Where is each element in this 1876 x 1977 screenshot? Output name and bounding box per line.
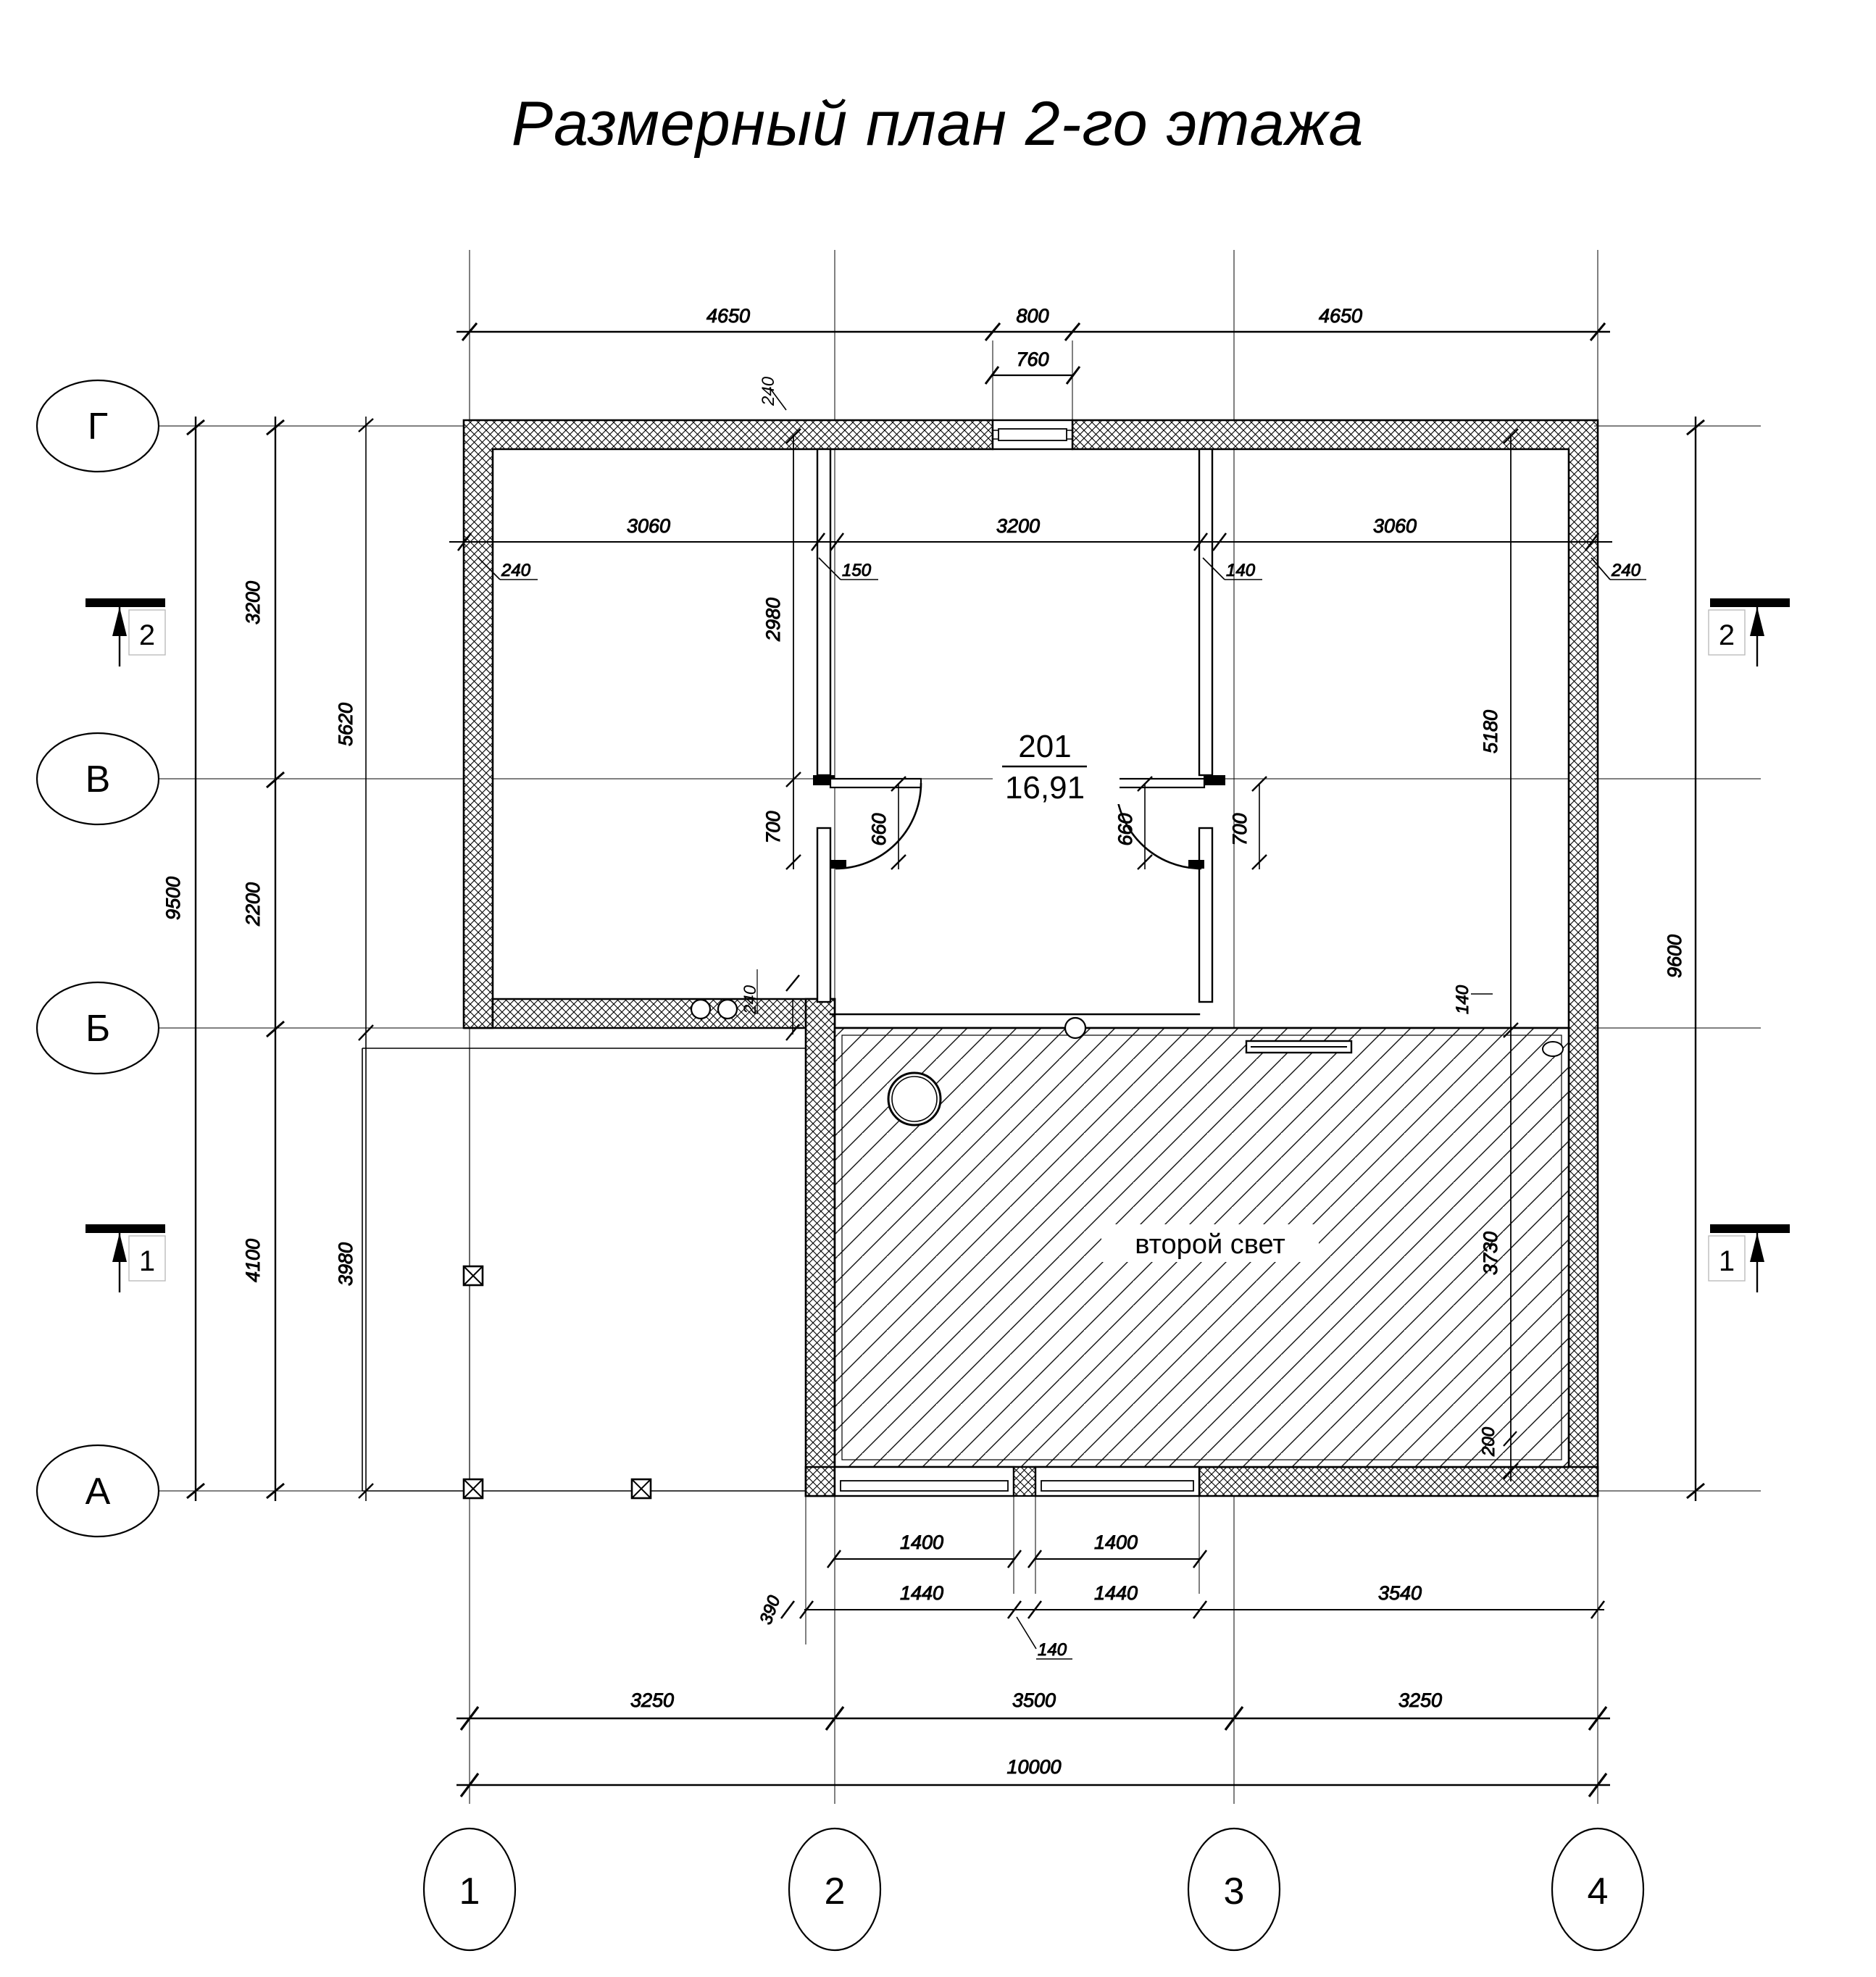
- axis-node-circle: [1064, 1016, 1087, 1040]
- dim-bottom-3540: 3540: [1378, 1582, 1422, 1604]
- dim-interior-vertical: 2980 700 660: [762, 428, 906, 870]
- dim-bottom-1400a: 1400: [900, 1531, 943, 1553]
- callout-200-right: 200: [1479, 1426, 1498, 1457]
- section-marker-2-left[interactable]: 2: [86, 598, 166, 666]
- column-marker: [462, 1478, 484, 1500]
- dim-700-left: 700: [762, 811, 784, 843]
- section-label: 2: [139, 619, 155, 651]
- wall-callout-140: 140: [1226, 561, 1256, 580]
- dim-axis-3: 3250: [1398, 1689, 1442, 1711]
- dim-right: 5180 3730 9600 140 200: [1453, 417, 1710, 1501]
- dim-bottom: 1400 1400 390 1440 1440 3540 140 3250 35: [457, 1496, 1610, 1797]
- axis-bubbles-left: Г В Б А: [36, 379, 160, 1538]
- column-marker: [630, 1478, 652, 1500]
- room-area: 16,91: [1005, 770, 1085, 806]
- dim-bottom-1440a: 1440: [900, 1582, 943, 1604]
- balcony-doors-bottom: [833, 1466, 1201, 1497]
- dim-660-right: 660: [1114, 813, 1136, 845]
- dim-left-inner-2: 3980: [335, 1242, 357, 1286]
- terrace-outline: [362, 1048, 806, 1500]
- section-label: 1: [139, 1245, 155, 1277]
- callout-240-topleft: [769, 387, 787, 411]
- dim-int-2: 3200: [996, 515, 1040, 537]
- dim-top-1: 4650: [706, 305, 750, 327]
- wall-callout-240b: 240: [1611, 561, 1641, 580]
- section-label: 2: [1719, 619, 1735, 651]
- section-label: 1: [1719, 1245, 1735, 1277]
- axis-bubble-a[interactable]: А: [36, 1444, 160, 1538]
- dim-axis-1: 3250: [630, 1689, 674, 1711]
- dim-top-2: 800: [1016, 305, 1049, 327]
- axis-bubble-b[interactable]: Б: [36, 981, 160, 1075]
- dim-axis-2: 3500: [1012, 1689, 1056, 1711]
- section-marker-1-right[interactable]: 1: [1708, 1224, 1790, 1292]
- room-number: 201: [1018, 729, 1071, 764]
- axis-label: А: [86, 1471, 111, 1513]
- axis-bubble-2[interactable]: 2: [788, 1827, 882, 1952]
- dim-right-5180: 5180: [1480, 710, 1501, 753]
- axis-bubble-v[interactable]: В: [36, 732, 160, 826]
- second-light-void: второй свет: [833, 1027, 1570, 1468]
- axis-label: 2: [825, 1871, 846, 1913]
- axis-bubble-4[interactable]: 4: [1551, 1827, 1645, 1952]
- dim-left: 9500 3200 2200 4100 5620 3980: [162, 417, 374, 1501]
- dim-left-outer: 9500: [162, 877, 184, 920]
- dim-int-1: 3060: [627, 515, 670, 537]
- dim-total: 10000: [1006, 1756, 1061, 1778]
- room-201-label: 201 16,91: [993, 724, 1120, 806]
- axis-label: Г: [88, 406, 108, 448]
- dim-left-inner-1: 5620: [335, 703, 357, 746]
- page-title: Размерный план 2-го этажа: [512, 89, 1364, 159]
- dim-left-2: 2200: [242, 882, 264, 927]
- section-marker-1-left[interactable]: 1: [86, 1224, 166, 1292]
- section-markers: 2 1 2 1: [86, 598, 1790, 1292]
- axis-label: 3: [1224, 1871, 1245, 1913]
- dim-right-3730: 3730: [1480, 1232, 1501, 1275]
- axis-label: 1: [459, 1871, 480, 1913]
- window-top: [991, 419, 1074, 451]
- dim-660-left: 660: [868, 813, 890, 845]
- axis-bubbles-bottom: 1 2 3 4: [422, 1827, 1645, 1952]
- section-marker-2-right[interactable]: 2: [1708, 598, 1790, 666]
- dim-top-window: 760: [1016, 348, 1049, 370]
- dim-int-3: 3060: [1373, 515, 1417, 537]
- column-marker: [462, 1265, 484, 1287]
- axis-bubble-1[interactable]: 1: [422, 1827, 517, 1952]
- dim-bottom-1400b: 1400: [1094, 1531, 1138, 1553]
- callout-240-bline: [756, 969, 800, 1041]
- dim-top-3: 4650: [1319, 305, 1362, 327]
- axis-label: Б: [86, 1008, 110, 1050]
- callout-140-right: 140: [1453, 985, 1472, 1014]
- openings: [813, 419, 1225, 1497]
- dim-left-3: 4100: [242, 1239, 264, 1282]
- dim-2980: 2980: [762, 598, 784, 642]
- dim-bottom-390: 390: [756, 1592, 784, 1626]
- wall-callout-150: 150: [842, 561, 872, 580]
- door-left-201: [813, 775, 922, 870]
- wall-callout-b: 240: [741, 985, 760, 1015]
- axis-bubble-g[interactable]: Г: [36, 379, 160, 473]
- dim-700-right: 700: [1229, 813, 1251, 845]
- wall-callout-240a: 240: [501, 561, 531, 580]
- axis-bubble-3[interactable]: 3: [1187, 1827, 1281, 1952]
- fixture-circles: [690, 998, 738, 1020]
- dim-right-outer: 9600: [1664, 935, 1685, 978]
- dim-bottom-1440b: 1440: [1094, 1582, 1138, 1604]
- dim-top: 4650 800 4650 760: [457, 250, 1610, 420]
- void-label: второй свет: [1135, 1229, 1285, 1260]
- dim-left-1: 3200: [242, 581, 264, 624]
- dim-door-right: 660 700: [1114, 776, 1267, 870]
- axis-label: 4: [1588, 1871, 1609, 1913]
- wall-callout-top: 240: [759, 376, 778, 406]
- dim-bottom-140: 140: [1038, 1640, 1067, 1660]
- axis-label: В: [86, 758, 111, 801]
